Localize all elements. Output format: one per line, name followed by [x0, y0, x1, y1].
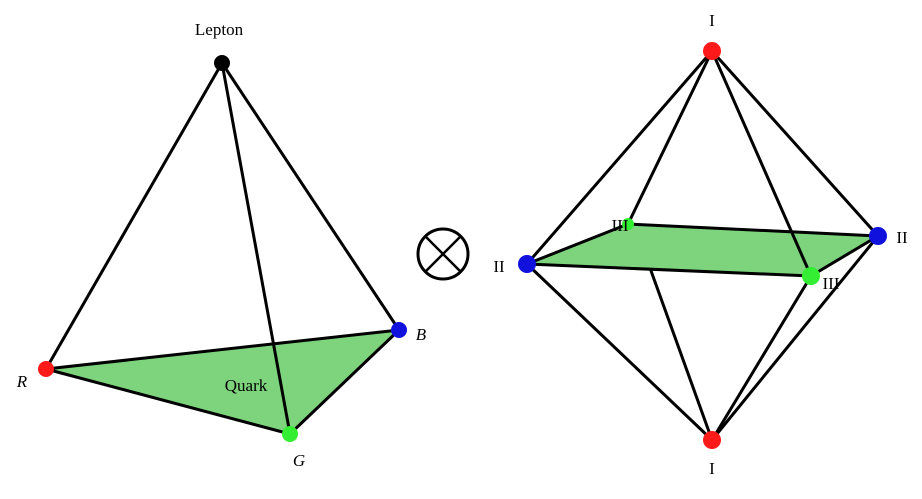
octa-back-label: III	[612, 216, 629, 235]
octa-edge-top-right	[710, 49, 880, 238]
octa-edge-bottom-back	[648, 266, 714, 442]
octa-vertex-left	[518, 255, 536, 273]
quark-label: Quark	[225, 376, 268, 395]
b-label: B	[416, 325, 427, 344]
octa-vertex-bottom	[703, 431, 721, 449]
octa-right-label: II	[896, 228, 908, 247]
vertex-r	[38, 361, 54, 377]
quark-face	[44, 328, 401, 436]
tetrahedron: Lepton Quark R B G	[16, 20, 427, 470]
octa-bottom-label: I	[709, 459, 715, 478]
vertex-b	[391, 322, 407, 338]
octa-top-label: I	[709, 11, 715, 30]
r-label: R	[16, 372, 28, 391]
lepton-vertex	[214, 55, 230, 71]
octa-edge-bottom-left	[525, 262, 714, 442]
octa-edge-bottom-right	[710, 234, 880, 442]
tensor-product-icon	[416, 227, 470, 281]
octa-edge-bottom-front	[710, 274, 813, 442]
tetra-edge-apex-b	[220, 61, 401, 332]
tetra-edge-apex-g	[220, 61, 292, 436]
octa-edge-top-left	[525, 49, 714, 266]
octa-left-label: II	[493, 257, 505, 276]
equatorial-plane	[525, 222, 880, 278]
octa-vertex-back	[622, 218, 634, 230]
tetra-edge-apex-r	[44, 61, 224, 371]
octa-front-label: III	[823, 274, 840, 293]
octa-vertex-right	[869, 227, 887, 245]
octa-vertex-front	[802, 267, 820, 285]
octa-edge-top-back	[626, 49, 714, 226]
octa-edge-top-front	[710, 49, 813, 278]
g-label: G	[293, 451, 305, 470]
vertex-g	[282, 426, 298, 442]
lepton-label: Lepton	[195, 20, 244, 39]
octa-vertex-top	[703, 42, 721, 60]
octahedron: I I II II III III	[493, 11, 908, 478]
